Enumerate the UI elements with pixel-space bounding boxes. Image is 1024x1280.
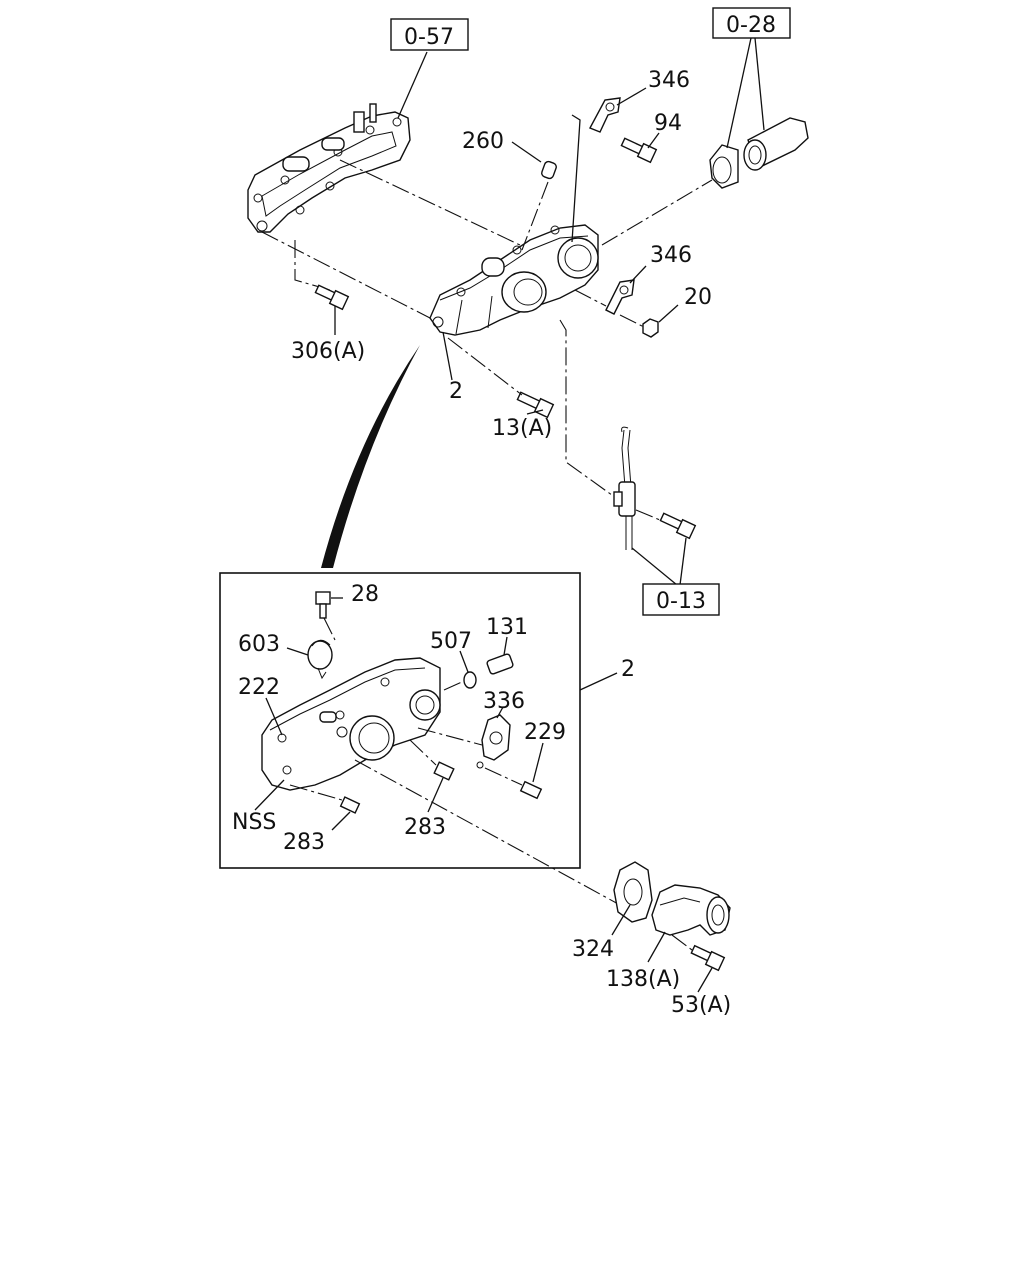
label-131: 131 <box>486 615 528 640</box>
ref-box-0-13[interactable]: 0-13 <box>642 583 720 616</box>
part-260-plug <box>541 160 557 180</box>
part-336-actuator <box>476 714 511 769</box>
label-20: 20 <box>684 285 712 310</box>
detail-pointer <box>321 345 420 568</box>
label-nss: NSS <box>232 810 276 835</box>
label-2-detail: 2 <box>621 657 635 682</box>
part-346-top-bracket <box>589 97 621 133</box>
part-324-gasket <box>613 861 653 923</box>
label-507: 507 <box>430 629 472 654</box>
throttle-body-assembly <box>429 224 599 336</box>
part-306a-bolt <box>314 284 350 311</box>
label-260: 260 <box>462 129 504 154</box>
label-13a: 13(A) <box>492 416 552 441</box>
part-346-mid-bracket <box>605 279 635 315</box>
part-131-sleeve <box>486 653 514 675</box>
part-20-nut <box>642 318 659 338</box>
detail-box <box>219 572 581 869</box>
label-346-mid: 346 <box>650 243 692 268</box>
ref-box-0-28[interactable]: 0-28 <box>712 7 791 39</box>
label-28: 28 <box>351 582 379 607</box>
hose-0-28 <box>709 117 809 189</box>
label-283-right: 283 <box>404 815 446 840</box>
part-13a-bolt <box>516 391 555 419</box>
part-53a-bolt <box>690 944 726 972</box>
upper-gasket <box>247 103 411 233</box>
rod-assembly-0-13 <box>613 426 636 550</box>
part-0-13-bolt <box>659 512 697 540</box>
part-138a-elbow <box>651 884 731 936</box>
label-222: 222 <box>238 675 280 700</box>
label-346-top: 346 <box>648 68 690 93</box>
svg-text:0-13: 0-13 <box>656 589 706 614</box>
detail-throttle-body <box>261 657 441 791</box>
part-28-bolt <box>315 591 331 619</box>
part-229-screw <box>519 780 543 800</box>
part-283-screw-left <box>339 796 361 814</box>
label-324: 324 <box>572 937 614 962</box>
label-283-left: 283 <box>283 830 325 855</box>
svg-text:0-28: 0-28 <box>726 13 776 38</box>
label-306a: 306(A) <box>291 339 365 364</box>
ref-box-0-57[interactable]: 0-57 <box>390 18 469 51</box>
part-603-sensor <box>307 639 333 680</box>
part-283-screw-right <box>433 761 455 781</box>
label-53a: 53(A) <box>671 993 731 1018</box>
label-138a: 138(A) <box>606 967 680 992</box>
part-507-ring <box>463 671 477 689</box>
label-2-main: 2 <box>449 379 463 404</box>
label-229: 229 <box>524 720 566 745</box>
label-603: 603 <box>238 632 280 657</box>
label-336: 336 <box>483 689 525 714</box>
svg-text:0-57: 0-57 <box>404 25 454 50</box>
part-94-bolt <box>620 137 658 164</box>
label-94: 94 <box>654 111 682 136</box>
